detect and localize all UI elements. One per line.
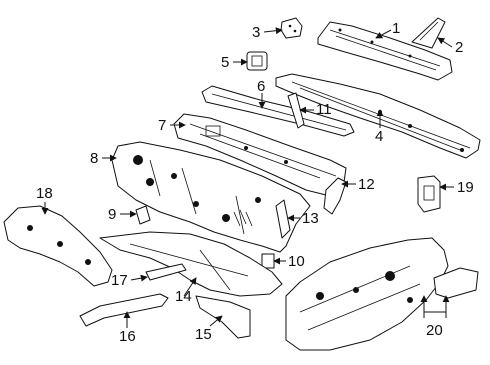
leader-lines xyxy=(41,27,454,328)
callout-17: 17 xyxy=(111,272,128,289)
part-12-side-bracket xyxy=(323,177,347,215)
callout-8: 8 xyxy=(90,150,98,167)
callout-5: 5 xyxy=(221,54,229,71)
part-3-clip xyxy=(280,17,303,39)
leader-17 xyxy=(130,274,148,282)
part-11-strap xyxy=(287,92,305,129)
callout-15: 15 xyxy=(195,326,212,343)
leader-20-bracket xyxy=(423,311,447,318)
part-2-end-bracket xyxy=(411,17,446,49)
part-19-bracket xyxy=(417,175,441,213)
part-6-cowl-top-bar xyxy=(201,85,355,137)
callout-4: 4 xyxy=(375,128,383,145)
part-5-grommet xyxy=(246,51,268,71)
part-16-rocker-rail xyxy=(79,293,169,327)
part-13-reinforcement xyxy=(275,199,291,239)
part-1-cowl-vent-panel xyxy=(317,21,453,81)
leader-2 xyxy=(437,37,453,48)
callout-10: 10 xyxy=(288,253,305,270)
part-7-cowl-inner-panel xyxy=(173,113,347,197)
part-8-dash-panel xyxy=(111,141,311,253)
callout-14: 14 xyxy=(175,288,192,305)
callout-6: 6 xyxy=(257,78,265,95)
callout-20: 20 xyxy=(426,322,443,339)
leader-15 xyxy=(209,315,223,327)
part-17-floor-rail xyxy=(145,263,187,281)
callout-12: 12 xyxy=(358,176,375,193)
leader-1 xyxy=(375,29,392,39)
callout-13: 13 xyxy=(302,210,319,227)
part-9-small-bracket xyxy=(135,205,151,225)
callout-16: 16 xyxy=(119,328,136,345)
callout-7: 7 xyxy=(158,117,166,134)
part-10-clip xyxy=(261,253,275,269)
callout-3: 3 xyxy=(252,24,260,41)
leader-3 xyxy=(263,27,283,35)
part-14-floor-pan xyxy=(99,231,283,297)
callout-18: 18 xyxy=(36,185,53,202)
part-15-lower-bracket xyxy=(195,295,251,339)
callout-1: 1 xyxy=(392,20,400,37)
callout-2: 2 xyxy=(455,39,463,56)
part-18-wheelhouse xyxy=(3,205,113,287)
part-20-firewall-assembly xyxy=(285,237,479,351)
callout-labels: 1 2 3 4 5 6 11 7 8 12 19 18 9 13 10 17 1… xyxy=(36,20,474,345)
callout-19: 19 xyxy=(457,179,474,196)
callout-11: 11 xyxy=(316,101,332,118)
callout-9: 9 xyxy=(108,206,116,223)
leader-14 xyxy=(183,277,197,297)
